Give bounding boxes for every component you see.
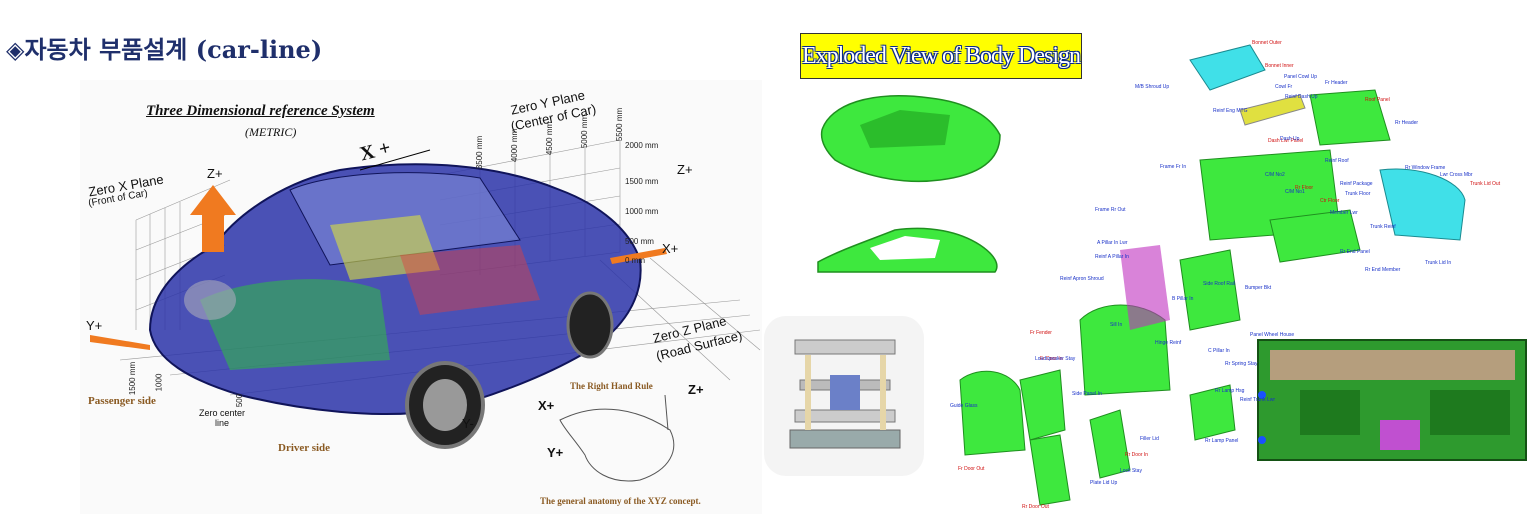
part-bonnet-inner: Bonnet Inner xyxy=(1265,63,1294,69)
passenger-side-label: Passenger side xyxy=(88,395,156,407)
hand-x-plus-label: X+ xyxy=(538,398,555,413)
z-tick-500: 500 mm xyxy=(625,237,654,246)
part-reinf-a-pillar-in: Reinf A Pillar In xyxy=(1095,254,1129,260)
part-ctr-floor: Ctr Floor xyxy=(1320,198,1340,204)
part-bonnet-outer: Bonnet Outer xyxy=(1252,40,1282,46)
part-rr-door-out: Rr Door Out xyxy=(1022,504,1049,510)
part-panel-wheel-house: Panel Wheel House xyxy=(1250,332,1295,338)
part-loudspeaker-stay: Loudspeaker Stay xyxy=(1035,356,1076,362)
part-trunk-reinf: Trunk Reinf xyxy=(1370,224,1396,230)
part-fr-door-out: Fr Door Out xyxy=(958,466,985,472)
part-b-pillar-in: B Pillar In xyxy=(1172,296,1194,302)
part-plate-lid-up: Plate Lid Up xyxy=(1090,480,1118,486)
part-filler-lid: Filler Lid xyxy=(1140,436,1159,442)
zero-center-line-label: Zero center line xyxy=(198,408,246,428)
part-panel-cowl-up: Panel Cowl Up xyxy=(1284,74,1318,80)
part-rr-header: Rr Header xyxy=(1395,120,1419,126)
part-hinge-reinf: Hinge Reinf xyxy=(1155,340,1182,346)
xyz-caption: The general anatomy of the XYZ concept. xyxy=(540,496,701,506)
z-plus-right-label: Z+ xyxy=(677,162,693,177)
part-reinf-apron-shroud: Reinf Apron Shroud xyxy=(1060,276,1104,282)
part-dash-lwr-panel: Dash Lwr Panel xyxy=(1268,138,1304,144)
part-trunk-lid-out: Trunk Lid Out xyxy=(1470,181,1501,187)
part-c-pillar-in: C Pillar In xyxy=(1208,348,1230,354)
part-rr-lamp-panel: Rr Lamp Panel xyxy=(1205,438,1239,444)
part-fr-door-in: Fr Door In xyxy=(1040,356,1063,362)
z-tick-1500: 1500 mm xyxy=(625,177,659,186)
part-roof-panel: Roof Panel xyxy=(1365,97,1390,103)
part-mb-shroud-up: M/B Shroud Up xyxy=(1135,84,1170,90)
part-dash-up: Dash Up xyxy=(1280,136,1300,142)
slide-title: ◈자동차 부품설계 (car-line) xyxy=(6,30,322,65)
z-tick-0: 0 mm xyxy=(625,256,645,265)
metric-label: (METRIC) xyxy=(245,125,297,139)
part-rr-spring-stay: Rr Spring Stay xyxy=(1225,361,1258,367)
y-minus-label: Y- xyxy=(462,416,474,431)
part-fr-fender: Fr Fender xyxy=(1030,330,1052,336)
x-plus-right-label: X+ xyxy=(662,241,679,256)
hand-y-plus-label: Y+ xyxy=(547,445,564,460)
part-bumper-bkt: Bumper Bkt xyxy=(1245,285,1272,291)
part-reinf-eng-mtg: Reinf Eng MTG xyxy=(1213,108,1248,114)
part-rr-end-member: Rr End Member xyxy=(1365,267,1401,273)
part-reinf-dash-up: Reinf Dash Up xyxy=(1285,94,1318,100)
slide-title-text: 자동차 부품설계 (car-line) xyxy=(24,35,323,64)
part-guide-glass: Guide Glass xyxy=(950,403,978,409)
exploded-view-banner: Exploded View of Body Design xyxy=(800,33,1082,79)
part-sill-in: Sill In xyxy=(1110,322,1123,328)
part-member-lwr: Member Lwr xyxy=(1330,210,1358,216)
part-cm-no2: C/M No2 xyxy=(1265,172,1285,178)
part-lwr-cross-mbr: Lwr Cross Mbr xyxy=(1440,172,1473,178)
z-tick-1000: 1000 mm xyxy=(625,207,659,216)
part-rr-door-in: Rr Door In xyxy=(1125,452,1149,458)
part-rr-floor: Rr Floor xyxy=(1295,185,1314,191)
part-frame-rr-out: Frame Rr Out xyxy=(1095,207,1126,213)
diamond-icon: ◈ xyxy=(6,35,25,64)
z-tick-2000: 2000 mm xyxy=(625,141,659,150)
reference-system-heading: Three Dimensional reference System xyxy=(146,103,375,119)
hand-z-plus-label: Z+ xyxy=(688,382,704,397)
right-hand-rule-label: The Right Hand Rule xyxy=(570,381,653,391)
part-reinf-trunk-lwr: Reinf Trunk Lwr xyxy=(1240,397,1276,403)
part-side-roof-rail: Side Roof Rail xyxy=(1203,281,1235,287)
part-rr-end-panel: Rr End Panel xyxy=(1340,249,1370,255)
z-plus-left-label: Z+ xyxy=(207,166,223,181)
part-reinf-package: Reinf Package xyxy=(1340,181,1373,187)
driver-side-label: Driver side xyxy=(278,442,331,454)
part-cowl-fr: Cowl Fr xyxy=(1275,84,1293,90)
part-fr-header: Fr Header xyxy=(1325,80,1348,86)
part-lock-stay: Lock Stay xyxy=(1120,468,1142,474)
part-rr-window-frame: Rr Window Frame xyxy=(1405,165,1446,171)
part-rr-lamp-hsg: Rr Lamp Hsg xyxy=(1215,388,1245,394)
y-plus-left-label: Y+ xyxy=(86,318,103,333)
part-side-panel-in: Side Panel In xyxy=(1072,391,1102,397)
part-frame-fr-in: Frame Fr In xyxy=(1160,164,1187,170)
part-trunk-lid-in: Trunk Lid In xyxy=(1425,260,1452,266)
part-reinf-roof: Reinf Roof xyxy=(1325,158,1349,164)
part-trunk-floor: Trunk Floor xyxy=(1345,191,1371,197)
part-a-pillar-in-lwr: A Pillar In Lwr xyxy=(1097,240,1128,246)
part-cm-no1: C/M No1 xyxy=(1285,189,1305,195)
